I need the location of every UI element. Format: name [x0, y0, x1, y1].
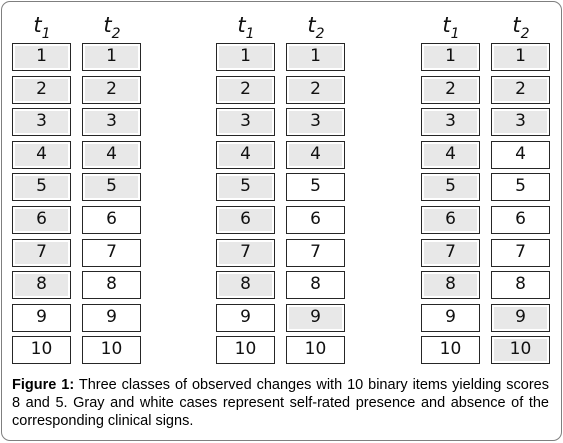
panel-1-t2-item-10-absent: 10: [82, 336, 141, 365]
panel-2-t1-item-6-present: 6: [216, 206, 275, 234]
panel-2-t1-item-3-present: 3: [216, 108, 275, 137]
panel-3-t1-item-8-present: 8: [421, 271, 480, 300]
panel-2-t2-item-6-absent: 6: [286, 206, 345, 234]
panel-3-t1-item-5-present: 5: [421, 173, 480, 202]
panel-2-t1-item-4-present: 4: [216, 140, 275, 169]
panel-3-t2-item-8-absent: 8: [491, 271, 550, 300]
panel-3-t2-item-5-absent: 5: [491, 173, 550, 202]
panel-2-t2-item-4-present: 4: [286, 140, 345, 169]
time-symbol: t: [103, 13, 112, 37]
panel-1-t1-heading: t1: [12, 12, 72, 47]
panel-3-t1-item-9-absent: 9: [421, 303, 480, 332]
time-symbol: t: [512, 13, 521, 37]
panel-2-t2-item-2-present: 2: [286, 75, 345, 104]
time-subscript: 2: [111, 26, 121, 42]
panel-3-t2-item-9-present: 9: [491, 303, 550, 332]
figure-caption: Figure 1: Three classes of observed chan…: [12, 376, 549, 430]
panel-3-t2-item-1-present: 1: [491, 43, 550, 71]
panel-2-t1-item-8-present: 8: [216, 271, 275, 300]
time-subscript: 2: [315, 26, 325, 42]
panel-2-t1-heading: t1: [216, 12, 276, 47]
panel-3-t2-item-3-present: 3: [491, 108, 550, 137]
panel-2-t1-item-9-absent: 9: [216, 303, 275, 332]
panel-3-t1-item-2-present: 2: [421, 75, 480, 104]
time-subscript: 1: [245, 26, 255, 42]
panel-1-t1-item-4-present: 4: [12, 140, 71, 169]
panel-1-t2-item-6-absent: 6: [82, 206, 141, 234]
time-symbol: t: [33, 13, 42, 37]
figure-caption-text: Three classes of observed changes with 1…: [12, 377, 549, 429]
panel-1-t2-item-2-present: 2: [82, 75, 141, 104]
panel-1-t1-item-1-present: 1: [12, 43, 71, 71]
panel-1-t2-item-1-present: 1: [82, 43, 141, 71]
panel-1-t1-item-2-present: 2: [12, 75, 71, 104]
panel-3-t1-item-7-present: 7: [421, 238, 480, 267]
time-subscript: 1: [41, 26, 51, 42]
panel-3-t2-item-2-present: 2: [491, 75, 550, 104]
panel-3-t2-item-10-present: 10: [491, 336, 550, 365]
panel-3-t1-item-10-absent: 10: [421, 336, 480, 365]
panel-1-t1-item-8-present: 8: [12, 271, 71, 300]
panel-2-t1-item-1-present: 1: [216, 43, 275, 71]
panel-2-t1-item-10-absent: 10: [216, 336, 275, 365]
panel-3-t2-item-6-absent: 6: [491, 206, 550, 234]
time-subscript: 2: [520, 26, 530, 42]
panel-1-t2-item-5-present: 5: [82, 173, 141, 202]
panel-2-t2-item-1-present: 1: [286, 43, 345, 71]
time-symbol: t: [237, 13, 246, 37]
panel-1-t1-item-9-absent: 9: [12, 303, 71, 332]
panel-3-t2-item-4-absent: 4: [491, 140, 550, 169]
panel-3-t1-item-4-present: 4: [421, 140, 480, 169]
panel-1-t1-item-3-present: 3: [12, 108, 71, 137]
panel-2-t2-item-10-absent: 10: [286, 336, 345, 365]
panel-1-t2-heading: t2: [82, 12, 142, 47]
panel-1-t1-item-10-absent: 10: [12, 336, 71, 365]
time-symbol: t: [307, 13, 316, 37]
panel-2-t2-item-7-absent: 7: [286, 238, 345, 267]
time-subscript: 1: [450, 26, 460, 42]
panel-2-t2-item-5-absent: 5: [286, 173, 345, 202]
panel-1-t2-item-7-absent: 7: [82, 238, 141, 267]
panel-2-t1-item-2-present: 2: [216, 75, 275, 104]
panel-1-t1-item-5-present: 5: [12, 173, 71, 202]
time-symbol: t: [442, 13, 451, 37]
figure-caption-label: Figure 1:: [12, 377, 75, 393]
panel-1-t2-item-9-absent: 9: [82, 303, 141, 332]
panel-3-t2-item-7-absent: 7: [491, 238, 550, 267]
panel-1-t2-item-3-present: 3: [82, 108, 141, 137]
panel-3-t2-heading: t2: [491, 12, 551, 47]
panel-3-t1-item-3-present: 3: [421, 108, 480, 137]
panel-1-t2-item-4-present: 4: [82, 140, 141, 169]
panel-1-t1-item-6-present: 6: [12, 206, 71, 234]
panel-3-t1-item-1-present: 1: [421, 43, 480, 71]
panel-1-t2-item-8-absent: 8: [82, 271, 141, 300]
panel-2-t1-item-5-present: 5: [216, 173, 275, 202]
panel-3-t1-heading: t1: [421, 12, 481, 47]
panel-2-t2-item-9-present: 9: [286, 303, 345, 332]
panel-2-t2-item-8-absent: 8: [286, 271, 345, 300]
panel-2-t2-item-3-present: 3: [286, 108, 345, 137]
panel-1-t1-item-7-present: 7: [12, 238, 71, 267]
panel-2-t2-heading: t2: [286, 12, 346, 47]
panel-2-t1-item-7-present: 7: [216, 238, 275, 267]
panel-3-t1-item-6-present: 6: [421, 206, 480, 234]
